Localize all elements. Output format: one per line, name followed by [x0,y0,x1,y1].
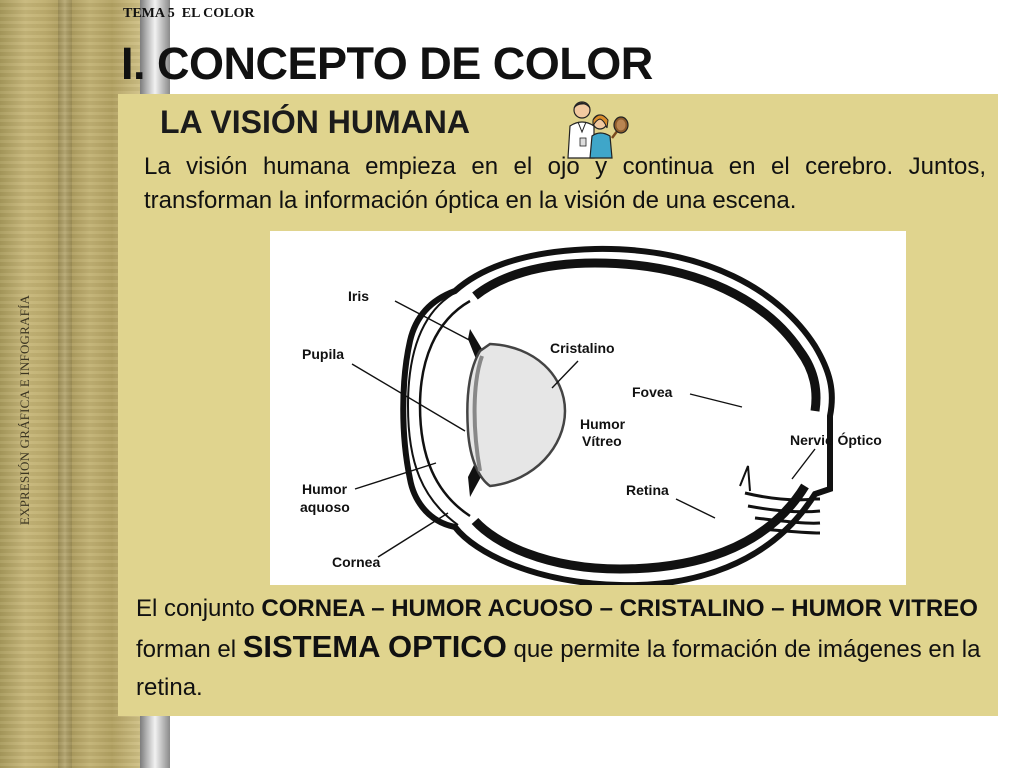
fovea-notch [739,465,751,492]
retina-layer [471,258,821,574]
label-humor-vitreo-1: Humor [580,416,626,432]
doctor-patient-clipart-icon [560,98,630,162]
label-cornea: Cornea [332,554,380,570]
sclera-outline [400,245,835,585]
label-humor-acuoso-1: Humor [302,481,348,497]
label-fovea: Fovea [632,384,673,400]
cornea-outer-shape [406,290,459,526]
summary-optical-system: SISTEMA OPTICO [242,629,507,664]
course-name-vertical: EXPRESIÓN GRÁFICA E INFOGRAFÍA [17,294,32,526]
optic-nerve-fibers [744,491,821,535]
leader-lines [351,300,816,558]
page-title: I. CONCEPTO DE COLOR [121,38,653,89]
section-heading: LA VISIÓN HUMANA [160,104,470,140]
label-humor-acuoso-2: aquoso [300,499,350,515]
eye-anatomy-diagram: Iris Pupila Cristalino Fovea Humor Vítre… [270,231,906,585]
intro-paragraph: La visión humana empieza en el ojo y con… [144,153,986,214]
label-iris: Iris [348,288,369,304]
label-humor-vitreo-2: Vítreo [582,433,622,449]
summary-part-1: El conjunto [136,595,262,622]
label-cristalino: Cristalino [550,340,615,356]
summary-part-2: forman el [136,636,243,663]
topic-label: TEMA 5 EL COLOR [123,6,255,21]
summary-optical-components: CORNEA – HUMOR ACUOSO – CRISTALINO – HUM… [261,595,978,622]
lens-shape [466,342,567,488]
lens-edge [472,355,484,472]
cornea-shape [418,299,471,518]
label-pupila: Pupila [302,346,344,362]
summary-paragraph: El conjunto CORNEA – HUMOR ACUOSO – CRIS… [136,590,986,707]
label-retina: Retina [626,482,669,498]
decorative-left-column [0,0,140,768]
label-nervio-optico: Nervio Óptico [790,431,882,448]
summary-part-3: que permite la formación de imágenes en … [136,636,981,701]
